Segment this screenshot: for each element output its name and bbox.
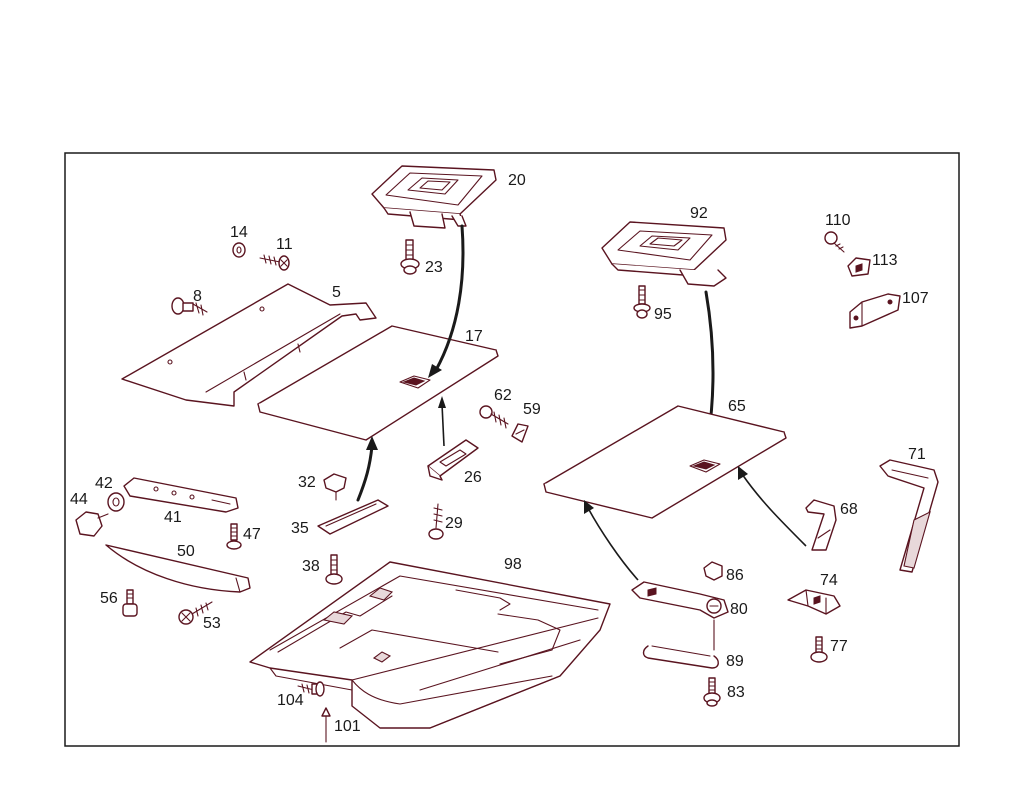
callout-20: 20 — [508, 172, 526, 189]
callout-26: 26 — [464, 469, 482, 486]
callout-92: 92 — [690, 205, 708, 222]
arrow-20-to-17 — [428, 224, 465, 378]
callout-59: 59 — [523, 401, 541, 418]
part-74-bracket — [787, 589, 841, 615]
part-62-bolt — [479, 405, 509, 429]
part-89-rod — [642, 619, 719, 669]
part-17-floor-panel — [257, 325, 499, 441]
callout-14: 14 — [230, 224, 248, 241]
callout-101: 101 — [334, 718, 361, 735]
callout-11: 11 — [276, 236, 293, 253]
callout-41: 41 — [164, 509, 182, 526]
part-110-bolt — [824, 231, 845, 253]
callout-77: 77 — [830, 638, 848, 655]
callout-65: 65 — [728, 398, 746, 415]
diagram-frame — [64, 152, 960, 747]
callout-113: 113 — [872, 252, 898, 269]
callout-8: 8 — [193, 288, 202, 305]
part-47-bolt — [226, 523, 242, 550]
callout-50: 50 — [177, 543, 195, 560]
part-23-bolt — [400, 239, 420, 275]
part-83-bolt — [703, 677, 721, 707]
callout-32: 32 — [298, 474, 316, 491]
arrow-35-to-17 — [356, 436, 378, 502]
part-44-knob — [75, 511, 109, 537]
part-50-trim — [105, 544, 251, 593]
part-101-pin — [321, 707, 331, 743]
callout-53: 53 — [203, 615, 221, 632]
callout-17: 17 — [465, 328, 483, 345]
callout-62: 62 — [494, 387, 512, 404]
part-38-bolt — [325, 554, 343, 585]
callout-23: 23 — [425, 259, 443, 276]
callout-56: 56 — [100, 590, 118, 607]
part-86-bumper — [703, 561, 723, 581]
part-65-floor-panel — [543, 405, 787, 519]
callout-5: 5 — [332, 284, 341, 301]
callout-95: 95 — [654, 306, 672, 323]
part-92-cover — [601, 221, 727, 287]
callout-68: 68 — [840, 501, 858, 518]
part-5-panel — [121, 283, 377, 407]
arrow-68-to-65 — [738, 466, 807, 547]
callout-107: 107 — [902, 290, 929, 307]
arrow-80-to-65 — [584, 500, 639, 581]
callout-47: 47 — [243, 526, 261, 543]
callout-74: 74 — [820, 572, 838, 589]
part-35-strip — [317, 499, 389, 535]
part-95-bolt — [633, 285, 651, 319]
part-68-bracket — [805, 499, 837, 551]
part-113-clip — [847, 257, 871, 277]
part-8-bolt — [171, 297, 208, 316]
callout-110: 110 — [825, 212, 851, 229]
callout-35: 35 — [291, 520, 309, 537]
callout-86: 86 — [726, 567, 744, 584]
part-11-screw — [259, 254, 290, 271]
callout-89: 89 — [726, 653, 744, 670]
part-59-clip — [511, 423, 529, 443]
part-41-bracket — [123, 477, 239, 513]
part-32-bumper — [323, 473, 347, 501]
part-29-screw — [428, 503, 444, 540]
part-26-catch — [427, 439, 479, 481]
callout-42: 42 — [95, 475, 113, 492]
part-14-washer — [232, 242, 246, 258]
part-20-cover — [371, 165, 497, 229]
part-71-bracket — [879, 459, 939, 573]
callout-44: 44 — [70, 491, 88, 508]
part-98-tray — [249, 561, 611, 729]
arrow-26-to-17 — [438, 396, 446, 447]
part-53-screw — [178, 601, 213, 625]
part-56-bolt — [122, 589, 138, 617]
callout-71: 71 — [908, 446, 926, 463]
callout-38: 38 — [302, 558, 320, 575]
part-104-bolt — [297, 681, 325, 697]
part-77-bolt — [810, 636, 828, 663]
callout-104: 104 — [277, 692, 304, 709]
part-80-lever — [631, 581, 729, 619]
part-107-bracket — [849, 293, 901, 329]
callout-29: 29 — [445, 515, 463, 532]
part-42-washer — [107, 492, 125, 512]
callout-98: 98 — [504, 556, 522, 573]
callout-83: 83 — [727, 684, 745, 701]
callout-80: 80 — [730, 601, 748, 618]
